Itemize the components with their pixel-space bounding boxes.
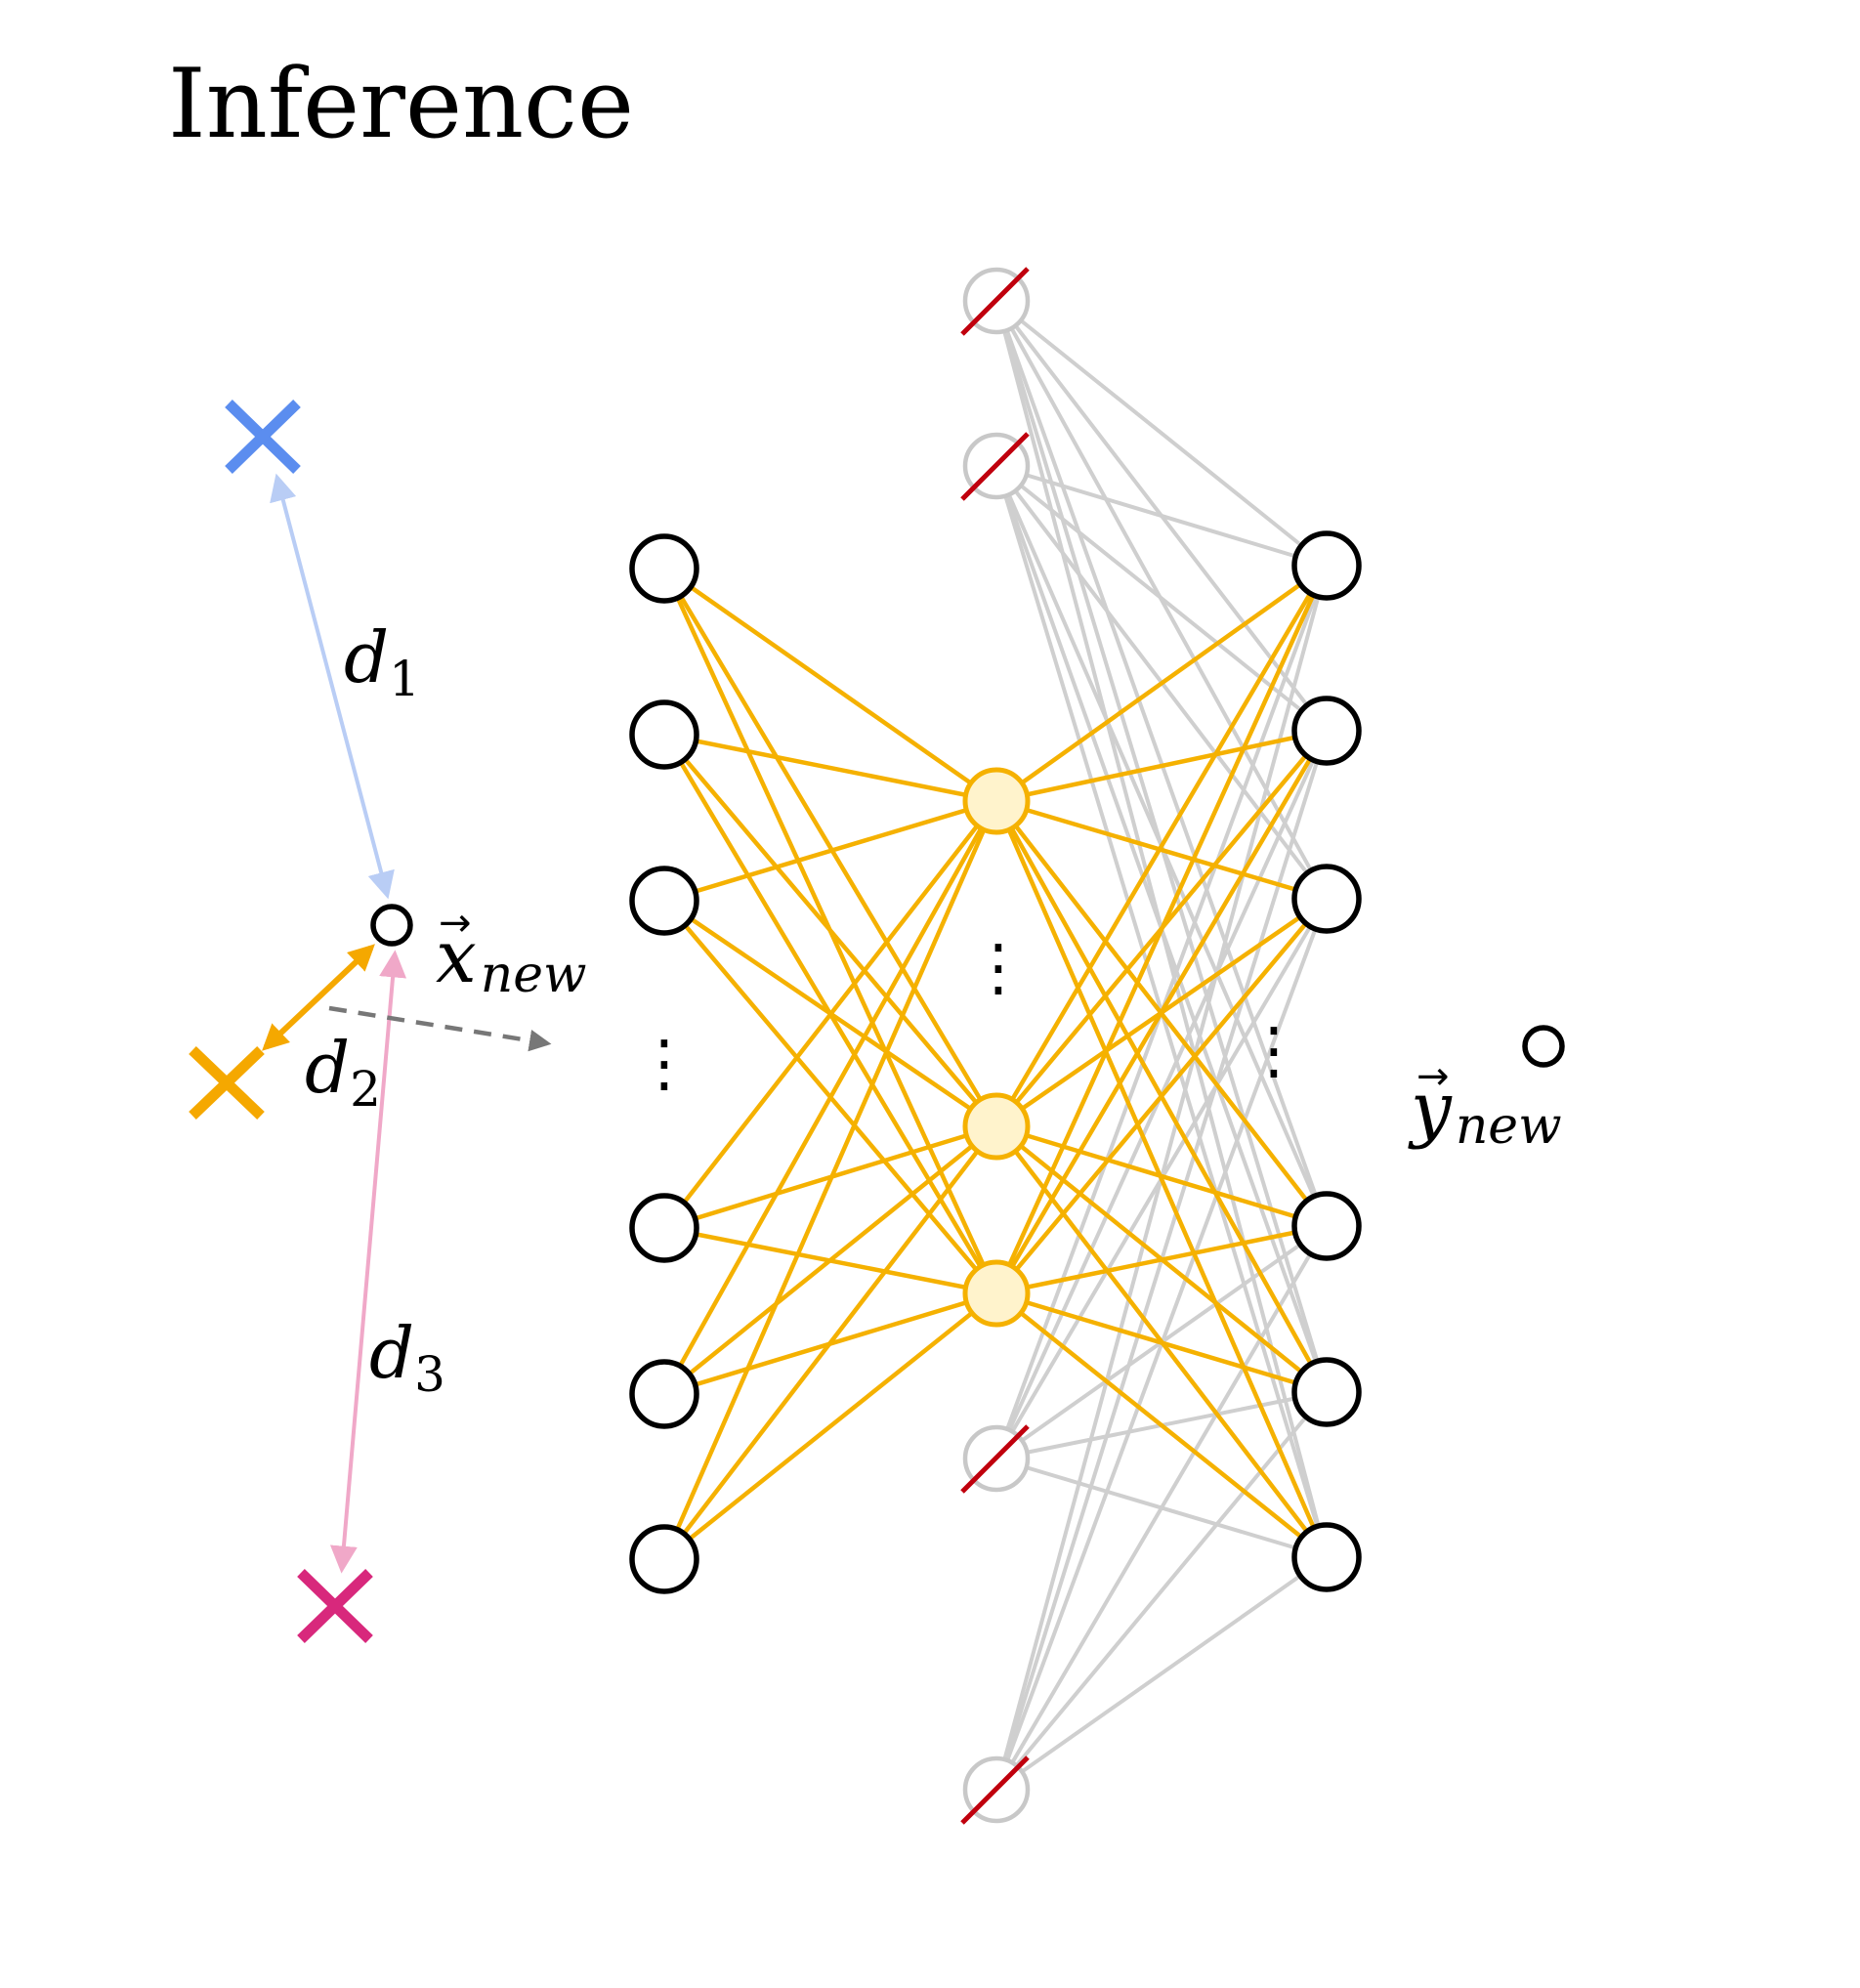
inactive-edge <box>994 1390 1329 1792</box>
cluster-cross-icon <box>297 1569 373 1643</box>
input-node <box>629 866 699 936</box>
active-edge <box>993 728 1330 1296</box>
active-edge <box>993 1290 1330 1560</box>
cluster-cross-icon <box>225 400 301 474</box>
pruned-neuron-icon <box>960 1424 1031 1494</box>
label-d1: d1 <box>344 616 420 707</box>
label-y-new: → ynew <box>1408 1054 1562 1156</box>
active-edge <box>993 1223 1330 1296</box>
inactive-edge <box>994 299 1329 1228</box>
pruned-hidden-nodes <box>960 267 1031 1825</box>
active-edge <box>993 563 1330 804</box>
label-d2: d2 <box>305 1027 381 1118</box>
diagram-title: Inference <box>168 49 634 160</box>
distance-line-d3 <box>329 950 407 1574</box>
svg-text:ynew: ynew <box>1408 1067 1562 1156</box>
active-edge <box>661 898 999 1296</box>
active-edge <box>661 566 999 804</box>
output-node <box>1291 864 1362 934</box>
active-edge <box>661 1123 999 1231</box>
output-node <box>1291 1191 1362 1261</box>
inactive-edge <box>994 299 1329 568</box>
output-node <box>1291 696 1362 766</box>
pruned-neuron-icon <box>960 432 1031 501</box>
distance-line-d2 <box>262 944 375 1051</box>
pruned-neuron-icon <box>960 267 1031 336</box>
pruned-neuron-icon <box>960 1755 1031 1825</box>
cluster-cross-icon <box>189 1046 265 1120</box>
svg-text:xnew: xnew <box>436 915 587 1004</box>
active-connections <box>661 563 1330 1562</box>
active-edge <box>993 1290 1330 1395</box>
inactive-edge <box>994 464 1329 568</box>
new-output-point <box>1522 1025 1565 1068</box>
active-hidden-node <box>962 1092 1031 1161</box>
output-node <box>1291 1522 1362 1592</box>
active-edge <box>661 566 999 1129</box>
active-edge <box>661 566 999 1296</box>
active-edge <box>993 798 1330 1560</box>
hidden-ellipsis: ⋮ <box>967 932 1030 1004</box>
active-edge <box>661 732 999 1296</box>
active-edge <box>661 1290 999 1562</box>
input-layer <box>629 533 699 1594</box>
vector-arrow-icon: → <box>439 901 472 946</box>
dashed-arrow-icon <box>328 1005 552 1052</box>
input-ellipsis: ⋮ <box>633 1028 696 1100</box>
label-d3: d3 <box>369 1312 445 1403</box>
input-node <box>629 1193 699 1263</box>
active-edge <box>993 896 1330 1296</box>
active-edge <box>661 732 999 804</box>
active-hidden-node <box>962 1259 1031 1328</box>
output-ellipsis: ⋮ <box>1243 1015 1305 1087</box>
active-hidden-nodes <box>962 767 1031 1328</box>
output-layer <box>1291 530 1362 1592</box>
vector-arrow-icon: → <box>1416 1054 1450 1099</box>
label-x-new: → xnew <box>436 901 587 1004</box>
output-node <box>1291 1357 1362 1427</box>
input-node <box>629 533 699 604</box>
inactive-edge <box>994 1224 1329 1792</box>
active-edge <box>993 1123 1330 1229</box>
new-input-point <box>370 904 413 947</box>
active-edge <box>993 728 1330 804</box>
active-hidden-node <box>962 767 1031 835</box>
active-edge <box>661 1225 999 1296</box>
input-node <box>629 699 699 770</box>
input-node <box>629 1524 699 1594</box>
active-edge <box>661 1290 999 1397</box>
input-node <box>629 1359 699 1429</box>
distance-line-d1 <box>270 473 395 900</box>
active-edge <box>993 563 1330 1129</box>
active-edge <box>661 798 999 1562</box>
output-node <box>1291 530 1362 601</box>
inactive-edge <box>994 1555 1329 1792</box>
active-edge <box>993 563 1330 1296</box>
